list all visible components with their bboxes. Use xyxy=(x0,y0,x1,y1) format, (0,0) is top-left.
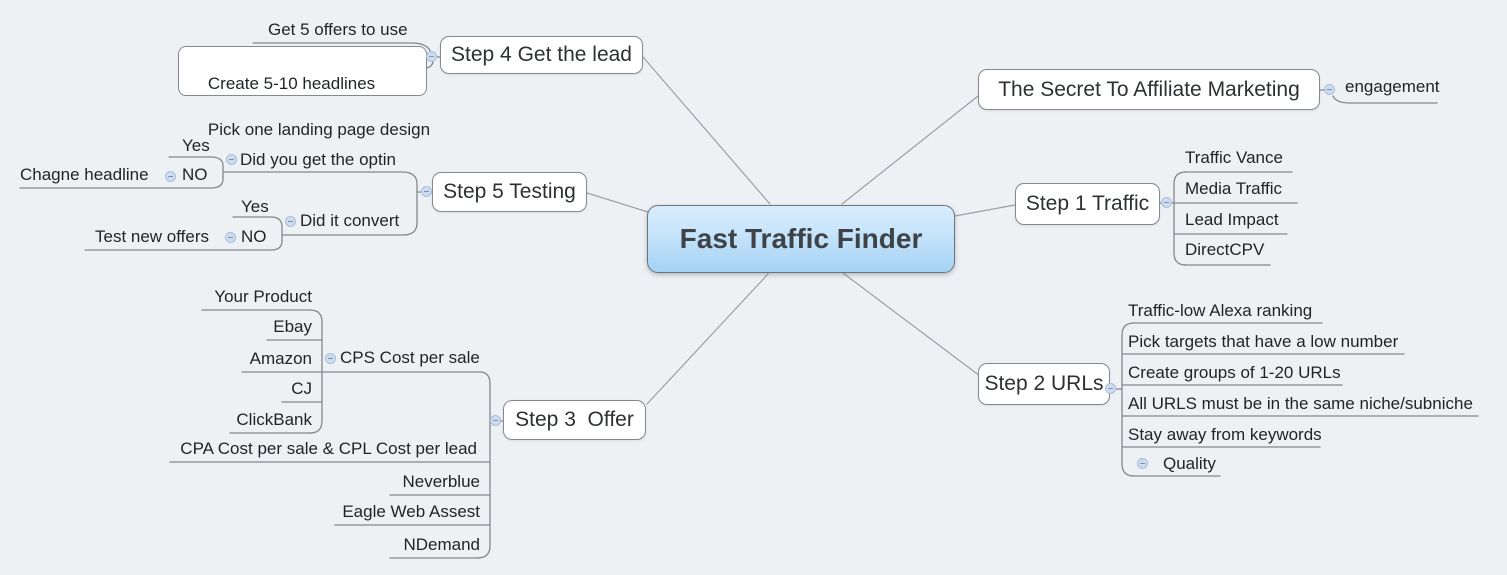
central-connectors xyxy=(586,56,1016,405)
subtopic-cps-cost-per-sale[interactable]: CPS Cost per sale xyxy=(340,348,480,367)
central-topic-label: Fast Traffic Finder xyxy=(679,223,923,254)
collapse-toggle-no-optin[interactable] xyxy=(165,171,176,182)
minus-icon xyxy=(328,357,333,360)
branch-step-3-lines xyxy=(169,309,504,559)
topic-label: Step 4 Get the lead xyxy=(451,43,632,66)
topic-label: Step 2 URLs xyxy=(984,372,1104,395)
collapse-toggle-step-4[interactable] xyxy=(426,51,437,62)
subtopic-all-urls-niche[interactable]: All URLS must be in the same niche/subni… xyxy=(1128,394,1473,413)
collapse-toggle-convert[interactable] xyxy=(285,216,296,227)
collapse-toggle-step-1[interactable] xyxy=(1161,197,1172,208)
topic-step-2-urls[interactable]: Step 2 URLs xyxy=(978,363,1110,405)
subtopic-headlines-landing-box[interactable]: Create 5-10 headlines Pick one landing p… xyxy=(178,46,430,139)
central-topic-fast-traffic-finder[interactable]: Fast Traffic Finder xyxy=(647,205,955,273)
topic-step-5-testing[interactable]: Step 5 Testing xyxy=(432,172,587,212)
collapse-toggle-quality[interactable] xyxy=(1137,458,1148,469)
collapse-toggle-no-convert[interactable] xyxy=(225,232,236,243)
branch-step-2-lines xyxy=(1109,322,1479,477)
subtopic-cj[interactable]: CJ xyxy=(291,379,312,398)
subtopic-did-it-convert[interactable]: Did it convert xyxy=(300,211,400,230)
minus-icon xyxy=(493,419,498,422)
topic-step-3-offer[interactable]: Step 3 Offer xyxy=(503,400,646,440)
topic-secret-affiliate-marketing[interactable]: The Secret To Affiliate Marketing xyxy=(978,69,1320,110)
collapse-toggle-cps[interactable] xyxy=(325,353,336,364)
subtopic-clickbank[interactable]: ClickBank xyxy=(236,410,312,429)
subtopic-get-5-offers[interactable]: Get 5 offers to use xyxy=(268,20,408,39)
subtopic-yes-optin[interactable]: Yes xyxy=(182,136,210,155)
subtopic-neverblue[interactable]: Neverblue xyxy=(402,472,481,491)
topic-label: The Secret To Affiliate Marketing xyxy=(998,77,1300,101)
subtopic-engagement[interactable]: engagement xyxy=(1345,77,1440,96)
subtopic-no-convert[interactable]: NO xyxy=(241,227,267,246)
collapse-toggle-step-3[interactable] xyxy=(490,415,501,426)
subtopic-yes-convert[interactable]: Yes xyxy=(241,197,269,216)
subtopic-ebay[interactable]: Ebay xyxy=(273,317,312,336)
minus-icon xyxy=(228,236,233,239)
minus-icon xyxy=(1327,88,1332,91)
minus-icon xyxy=(424,190,429,193)
subtopic-test-new-offers[interactable]: Test new offers xyxy=(95,227,210,246)
subtopic-create-groups[interactable]: Create groups of 1-20 URLs xyxy=(1128,363,1341,382)
subtopic-quality[interactable]: Quality xyxy=(1163,454,1216,473)
subtopic-traffic-low-alexa[interactable]: Traffic-low Alexa ranking xyxy=(1128,301,1313,320)
minus-icon xyxy=(1164,201,1169,204)
subtopic-your-product[interactable]: Your Product xyxy=(214,287,312,306)
subtopic-directcpv[interactable]: DirectCPV xyxy=(1185,240,1265,259)
subtopic-eagle-web-assest[interactable]: Eagle Web Assest xyxy=(342,502,480,521)
minus-icon xyxy=(288,220,293,223)
minus-icon xyxy=(229,158,234,161)
minus-icon xyxy=(1140,462,1145,465)
collapse-toggle-optin[interactable] xyxy=(226,154,237,165)
subtopic-pick-targets[interactable]: Pick targets that have a low number xyxy=(1128,332,1399,351)
topic-label: Step 1 Traffic xyxy=(1025,192,1150,215)
subtopic-stay-away-keywords[interactable]: Stay away from keywords xyxy=(1128,425,1322,444)
subtopic-cpa-cpl[interactable]: CPA Cost per sale & CPL Cost per lead xyxy=(180,439,477,458)
subtopic-media-traffic[interactable]: Media Traffic xyxy=(1185,179,1283,198)
subtopic-ndemand[interactable]: NDemand xyxy=(403,535,480,554)
minus-icon xyxy=(429,55,434,58)
subtopic-amazon[interactable]: Amazon xyxy=(249,349,312,368)
minus-icon xyxy=(1108,387,1113,390)
topic-label: Step 5 Testing xyxy=(443,180,576,203)
topic-label: Step 3 Offer xyxy=(515,408,634,431)
subtopic-traffic-vance[interactable]: Traffic Vance xyxy=(1185,148,1283,167)
collapse-toggle-step-2[interactable] xyxy=(1105,383,1116,394)
subtopic-lead-impact[interactable]: Lead Impact xyxy=(1185,210,1279,229)
box-line-2: Pick one landing page design xyxy=(207,120,431,139)
subtopic-no-optin[interactable]: NO xyxy=(182,165,208,184)
collapse-toggle-step-5[interactable] xyxy=(421,186,432,197)
collapse-toggle-secret[interactable] xyxy=(1324,84,1335,95)
subtopic-did-you-get-the-optin[interactable]: Did you get the optin xyxy=(240,150,396,169)
box-line-1: Create 5-10 headlines xyxy=(207,74,376,93)
subtopic-chagne-headline[interactable]: Chagne headline xyxy=(20,165,149,184)
minus-icon xyxy=(168,175,173,178)
topic-step-1-traffic[interactable]: Step 1 Traffic xyxy=(1015,183,1160,225)
topic-step-4-get-the-lead[interactable]: Step 4 Get the lead xyxy=(440,36,643,74)
